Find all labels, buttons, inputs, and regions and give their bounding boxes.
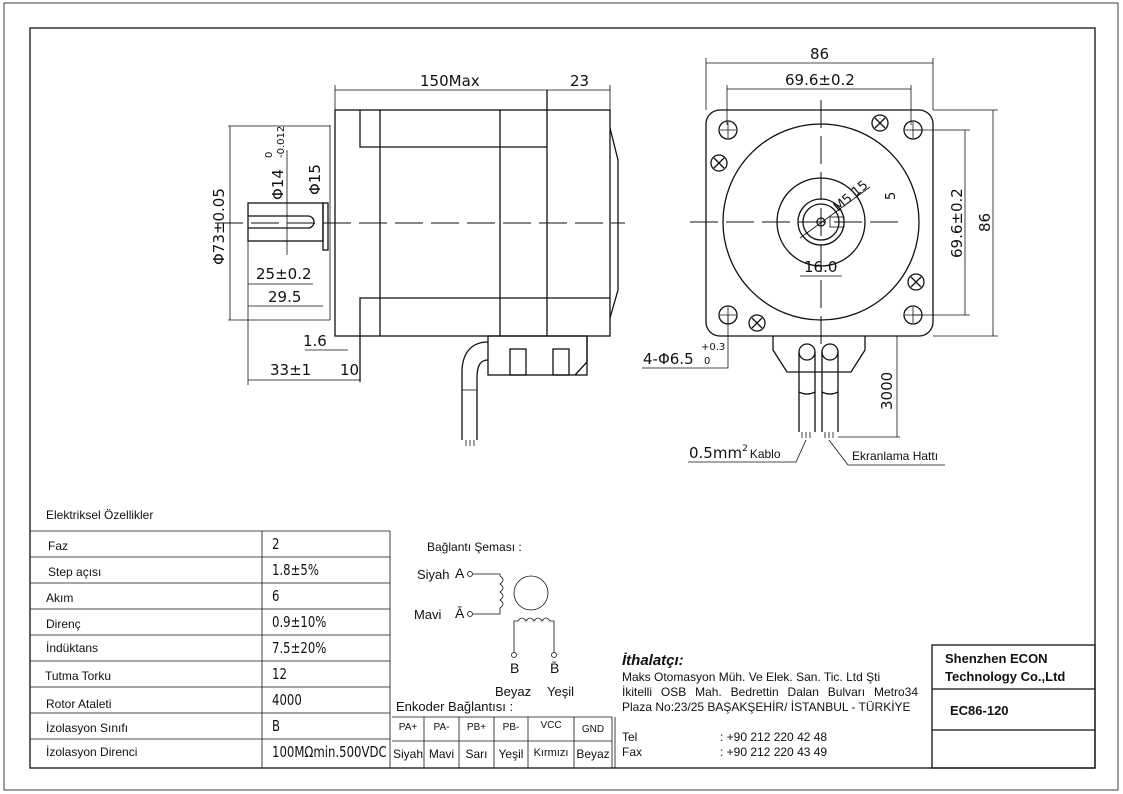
encoder-title: Enkoder Bağlantısı : (396, 699, 514, 714)
cable-label: Kablo (750, 447, 781, 461)
wire-bbar-color: Yeşil (547, 684, 574, 699)
importer-line: Plaza No:23/25 BAŞAKŞEHİR/ İSTANBUL - TÜ… (622, 700, 911, 714)
dim-shaft-dia: Φ14 (269, 169, 287, 200)
encoder-signal: GND (581, 724, 605, 735)
dim-holes-tol-upper: +0.3 (701, 342, 725, 353)
wire-b-label: B (510, 660, 520, 676)
cable-size-sup: 2 (742, 444, 748, 454)
wire-a-color: Siyah (417, 567, 450, 582)
encoder-color: Kırmızı (533, 747, 569, 759)
dim-thread-depth: 15 (849, 178, 871, 200)
spec-label: Tutma Torku (45, 669, 112, 683)
tel-value: : +90 212 220 42 48 (720, 730, 828, 744)
shield-label: Ekranlama Hattı (852, 449, 938, 463)
encoder-signal: VCC (540, 720, 562, 731)
spec-label: Direnç (46, 617, 81, 631)
spec-label: İzolasyon Sınıfı (46, 721, 129, 735)
dim-flange-dia: Φ73±0.05 (210, 188, 228, 265)
spec-label: Faz (48, 539, 69, 553)
dim-key-len: 25±0.2 (256, 265, 312, 283)
dim-length: 150Max (420, 72, 480, 90)
dim-shaft-tol-lower: -0.012 (276, 126, 287, 158)
wire-b-color: Beyaz (495, 684, 532, 699)
screw-bosses (710, 114, 925, 332)
wire-abar-label: Ā (455, 605, 465, 621)
dim-pilot: 10 (340, 361, 359, 379)
company-name: Shenzhen ECON Technology Co.,Ltd (945, 651, 1066, 684)
outer-border (3, 2, 1119, 791)
dim-holes: 4-Φ6.5 (643, 350, 694, 368)
spec-label: İzolasyon Direnci (46, 745, 138, 759)
dim-cable-len: 3000 (878, 372, 896, 410)
spec-value: 0.9±10% (272, 613, 327, 631)
wiring-diagram (467, 571, 557, 658)
spec-value: 4000 (272, 691, 302, 709)
side-view: 150Max 23 Φ73±0.05 Φ14 0 -0.012 Φ15 25±0… (210, 72, 625, 446)
dim-flange-thk: 1.6 (303, 332, 327, 350)
importer-line: Maks Otomasyon Müh. Ve Elek. San. Tic. L… (622, 670, 881, 684)
spec-value: 7.5±20% (272, 639, 327, 657)
encoder-table-grid (392, 716, 616, 768)
encoder-color: Siyah (392, 747, 424, 761)
encoder-signal: PA+ (398, 722, 418, 733)
spec-value: 1.8±5% (272, 561, 319, 579)
dim-key: 5 (884, 192, 899, 200)
dim-holes-tol-lower: 0 (704, 356, 710, 367)
tel-label: Tel (622, 730, 638, 744)
wire-a-label: A (455, 565, 465, 581)
dim-rear: 23 (570, 72, 589, 90)
spec-label: Akım (46, 591, 74, 605)
dim-width: 86 (810, 45, 829, 63)
encoder-signal: PB+ (466, 722, 487, 733)
spec-value: 12 (272, 665, 287, 683)
dim-shaft-flat: 16.0 (804, 258, 837, 276)
wire-abar-color: Mavi (414, 607, 442, 622)
dim-hole-pitch: 69.6±0.2 (785, 71, 855, 89)
spec-title: Elektriksel Özellikler (46, 508, 154, 522)
dim-hole-pitch-v: 69.6±0.2 (948, 188, 966, 258)
importer-heading: İthalatçı: (622, 652, 684, 669)
spec-value: 100MΩmin.500VDC (272, 743, 387, 761)
cable-size: 0.5mm (689, 444, 742, 462)
front-view: M515 5 16.0 86 69.6±0.2 86 69.6±0.2 4-Φ6… (642, 45, 998, 466)
encoder-color: Yeşil (498, 747, 524, 761)
fax-label: Fax (622, 745, 643, 759)
spec-value: 2 (272, 535, 280, 553)
wiring-title: Bağlantı Şeması : (427, 540, 522, 554)
encoder-signal: PA- (433, 722, 450, 733)
dim-shaft-tol-upper: 0 (264, 152, 275, 158)
spec-label: İndüktans (46, 641, 99, 655)
inner-frame (29, 27, 1096, 769)
encoder-color: Mavi (428, 747, 455, 761)
spec-label: Step açısı (48, 565, 102, 579)
spec-value: 6 (272, 587, 280, 605)
dim-boss-dia: Φ15 (306, 164, 324, 195)
encoder-color: Beyaz (576, 747, 610, 761)
title-block-grid (931, 644, 1096, 769)
wire-bbar-label: B̄ (550, 660, 560, 676)
importer-line: İkitelli OSB Mah. Bedrettin Dalan Bulvar… (622, 685, 918, 699)
encoder-signal: PB- (502, 722, 520, 733)
dim-thread: M5 (831, 191, 856, 215)
dim-height: 86 (976, 213, 994, 232)
spec-label: Rotor Ataleti (46, 697, 112, 711)
model-number: EC86-120 (950, 703, 1009, 718)
dim-shaft-len2: 29.5 (268, 288, 301, 306)
dim-shaft-len: 33±1 (270, 361, 311, 379)
spec-table-grid (30, 530, 391, 768)
encoder-color: Sarı (465, 747, 488, 761)
spec-value: B (272, 717, 281, 735)
svg-text:M515: M515 (831, 178, 871, 215)
fax-value: : +90 212 220 43 49 (720, 745, 828, 759)
